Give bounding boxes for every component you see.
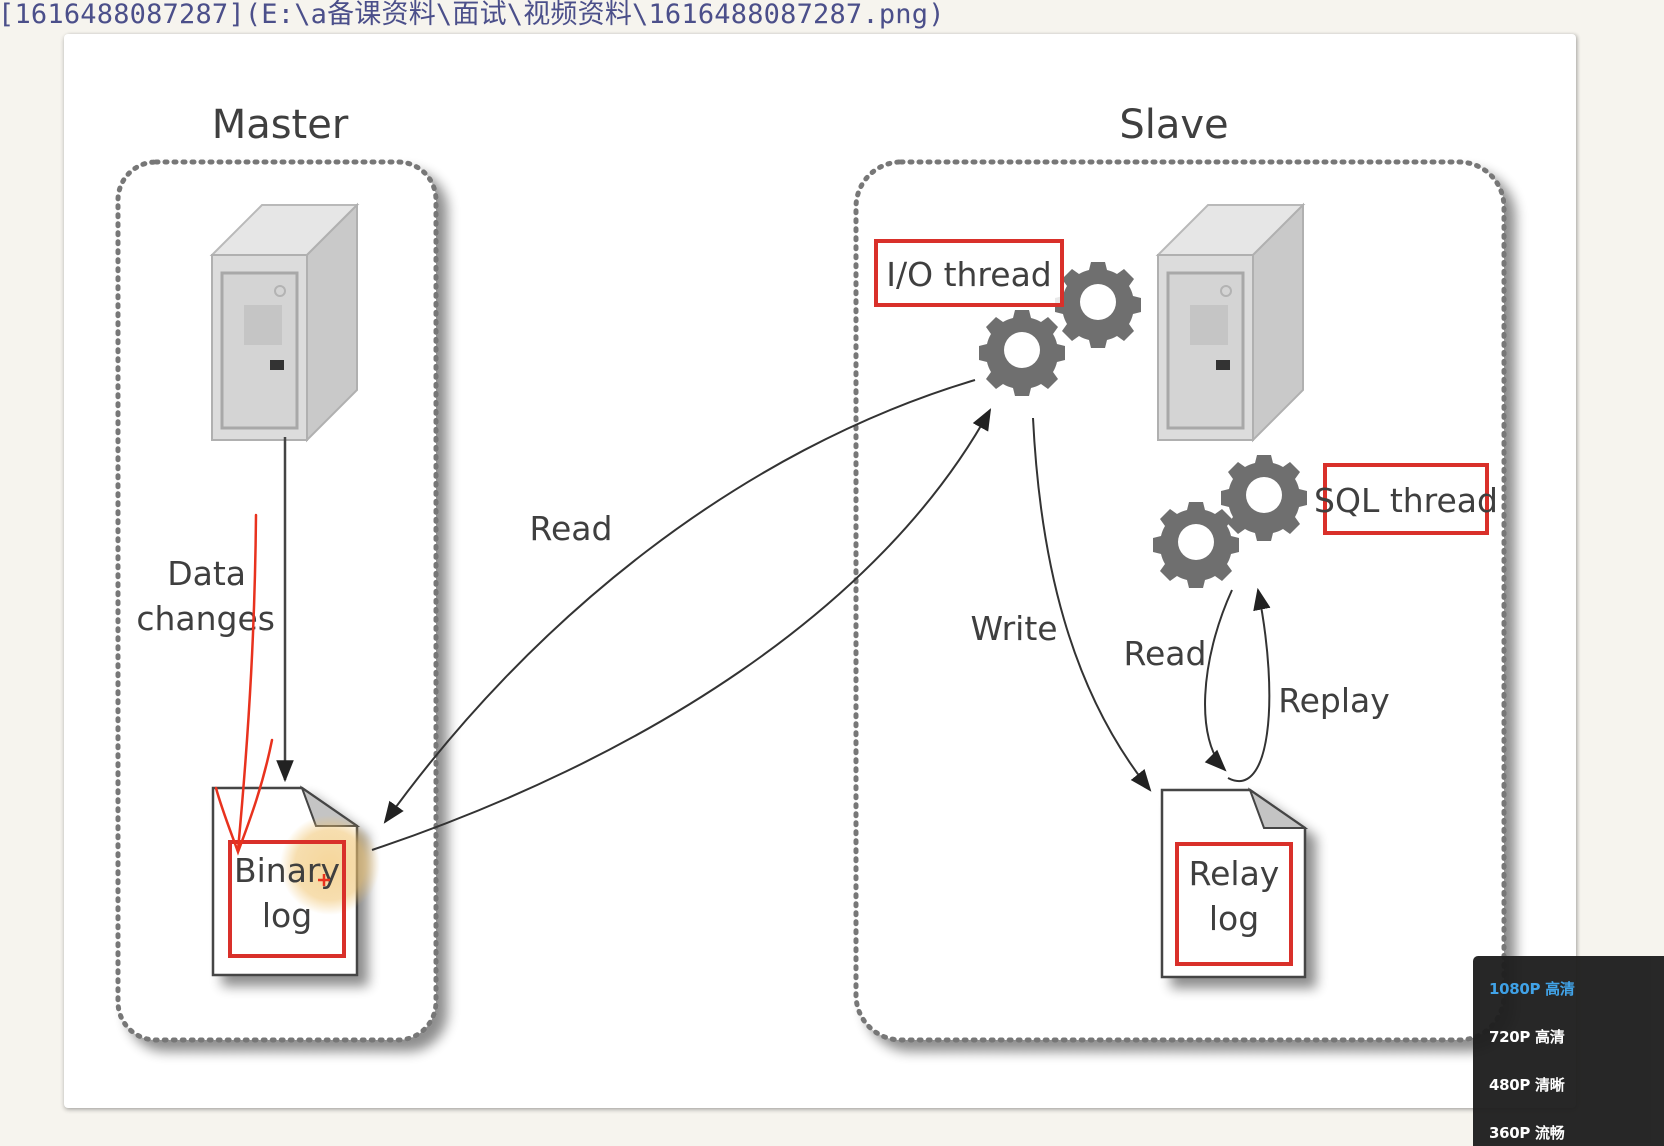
data-changes-label: Data [167,554,246,593]
response-arrow-to-io-thread [371,408,992,851]
io-thread-gear-icon [979,310,1065,396]
quality-option-360p[interactable]: 360P 流畅 [1489,1124,1565,1142]
sql-thread-label[interactable]: SQL thread [1314,481,1498,520]
binary-log-highlight-box [228,840,346,958]
relay-log-document-icon [1160,787,1309,979]
sql-thread-highlight-box [1323,463,1489,535]
master-server-icon [210,203,359,442]
io-thread-highlight-box [874,239,1064,307]
io-thread-gear-icon-2 [1055,262,1141,348]
red-annotation-arrow [214,513,274,856]
slave-server-icon [1156,203,1305,442]
relay-log-label-2: log [1209,899,1259,938]
quality-option-480p[interactable]: 480P 清晰 [1489,1076,1565,1094]
write-label: Write [970,609,1057,648]
binary-log-label-2: log [262,896,312,935]
slave-title: Slave [1119,102,1228,148]
relay-log-highlight-box [1175,842,1293,966]
relay-log-label[interactable]: Relay [1189,854,1280,893]
io-thread-label[interactable]: I/O thread [886,255,1051,294]
replay-label: Replay [1278,681,1390,720]
sql-thread-gear-icon-2 [1221,455,1307,541]
quality-option-1080p[interactable]: 1080P 高清 [1489,980,1575,998]
quality-option-720p[interactable]: 720P 高清 [1489,1028,1565,1046]
sql-read-arrow [1204,589,1233,772]
read-label: Read [530,509,613,548]
markdown-image-link-text: [1616488087287](E:\a备课资料\面试\视频资料\1616488… [0,0,945,30]
cursor-cross-icon [318,874,330,886]
master-title: Master [212,102,349,148]
sql-thread-gear-icon [1153,502,1239,588]
read-arrow-to-binlog [383,379,976,824]
write-arrow [1032,417,1152,792]
sql-read-label: Read [1124,634,1207,673]
replay-arrow [1227,587,1271,782]
binary-log-label[interactable]: Binary [234,851,340,890]
video-quality-menu[interactable]: 1080P 高清 720P 高清 480P 清晰 360P 流畅 [1473,956,1664,1146]
